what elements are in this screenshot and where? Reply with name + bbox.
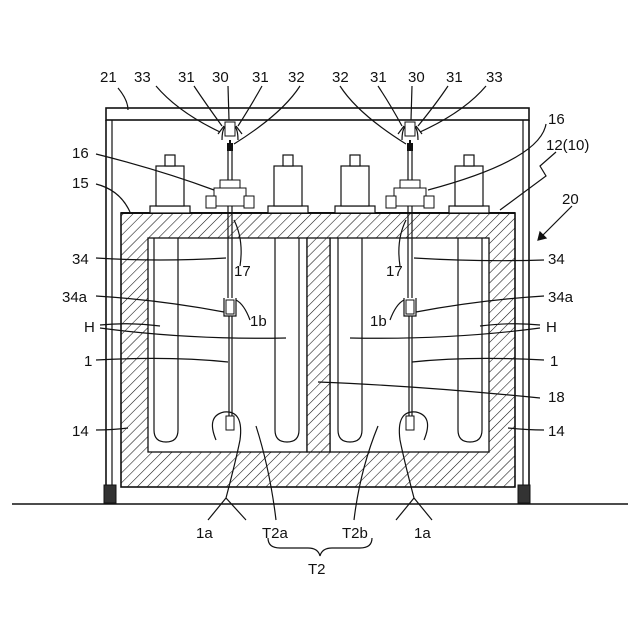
label-30-right: 30 [408, 69, 425, 86]
label-17-left: 17 [234, 263, 251, 280]
label-21: 21 [100, 69, 117, 86]
label-33-right: 33 [486, 69, 503, 86]
label-31-left-a: 31 [178, 69, 195, 86]
label-1a-right: 1a [414, 525, 431, 542]
label-t2b: T2b [342, 525, 368, 542]
label-32-left: 32 [288, 69, 305, 86]
label-32-right: 32 [332, 69, 349, 86]
label-12-10: 12(10) [546, 137, 589, 154]
label-34a-right: 34a [548, 289, 574, 306]
label-34a-left: 34a [62, 289, 88, 306]
label-18: 18 [548, 389, 565, 406]
label-17-right: 17 [386, 263, 403, 280]
label-1b-right: 1b [370, 313, 387, 330]
heater-terminals [150, 155, 489, 213]
label-1b-left: 1b [250, 313, 267, 330]
label-16-right: 16 [548, 111, 565, 128]
label-h-right: H [546, 319, 557, 336]
label-1-left: 1 [84, 353, 92, 370]
label-34-left: 34 [72, 251, 89, 268]
label-t2a: T2a [262, 525, 289, 542]
label-31-right-b: 31 [446, 69, 463, 86]
label-14-right: 14 [548, 423, 565, 440]
furnace-body [121, 213, 515, 487]
label-1-right: 1 [550, 353, 558, 370]
label-33-left: 33 [134, 69, 151, 86]
label-14-left: 14 [72, 423, 89, 440]
label-31-right-a: 31 [370, 69, 387, 86]
label-t2: T2 [308, 561, 326, 578]
label-h-left: H [84, 319, 95, 336]
label-34-right: 34 [548, 251, 565, 268]
label-20: 20 [562, 191, 579, 208]
label-1a-left: 1a [196, 525, 213, 542]
label-16-left: 16 [72, 145, 89, 162]
label-31-left-b: 31 [252, 69, 269, 86]
label-30-left: 30 [212, 69, 229, 86]
label-15: 15 [72, 175, 89, 192]
